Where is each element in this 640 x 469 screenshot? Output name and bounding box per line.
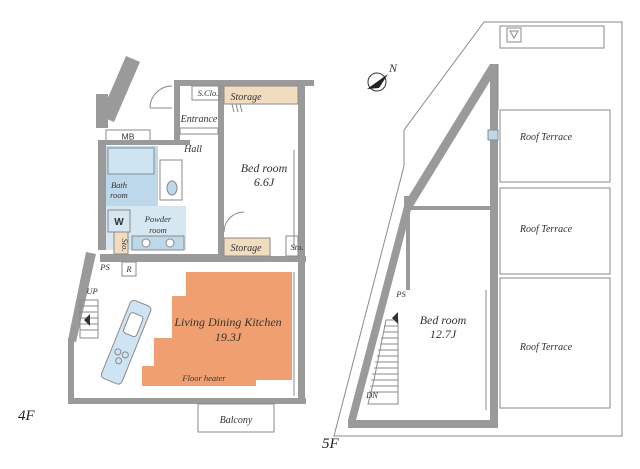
r-label: R (125, 264, 132, 274)
ldk-size: 19.3J (215, 330, 242, 344)
compass-needle-icon (367, 74, 388, 89)
roof-terrace-1-label: Roof Terrace (519, 132, 573, 143)
toilet-area (159, 159, 183, 201)
wall-mid-horizontal (100, 254, 230, 262)
wall-diagonal-5f (404, 64, 498, 208)
staircase-4f (79, 299, 99, 339)
entrance-step (179, 127, 219, 135)
wall-hall-right (218, 86, 224, 256)
bath-label-line1: Bath (111, 180, 127, 190)
vanity-counter (131, 235, 185, 251)
entrance-door-swing (149, 85, 173, 109)
mb-label: MB (122, 132, 135, 142)
wall-bottom (68, 398, 306, 404)
parapet-outline (333, 21, 623, 437)
floor-label-5f: 5F (322, 436, 340, 452)
bedroom-4f-size: 6.6J (254, 175, 275, 189)
floor-plan-4f: MB Storage S.Clo. Entrance Hall Bed (18, 56, 314, 433)
r-box (121, 261, 137, 277)
diagonal-wall-top (100, 56, 140, 122)
floor-heater-label: Floor heater (181, 373, 226, 383)
top-box (499, 25, 605, 49)
floor-label-4f: 4F (18, 408, 36, 424)
hall-label: Hall (183, 144, 202, 155)
storage-mid-floor (223, 237, 271, 257)
ps-label-5f: PS (395, 289, 406, 299)
ps-label-4f: PS (99, 262, 110, 272)
wall-ldk-bottom (68, 338, 74, 400)
window-block (96, 94, 108, 128)
sto-right-box (285, 235, 299, 257)
roof-terrace-3-box (499, 277, 611, 409)
ldk-name: Living Dining Kitchen (173, 315, 281, 329)
balcony-box (197, 403, 275, 433)
roof-terrace-2-box (499, 187, 611, 275)
dn-label: DN (365, 390, 379, 400)
vent-icon (506, 27, 522, 43)
wall-top-upper (174, 80, 314, 86)
bedroom-5f-size: 12.7J (430, 327, 457, 341)
storage-top-box (223, 85, 299, 105)
bath-label-line2: room (110, 190, 128, 200)
bedroom-door-swing (223, 211, 245, 233)
storage-top-floor (224, 86, 298, 104)
storage-top-label: Storage (230, 92, 262, 103)
wall-5f-left-diagonal (348, 206, 412, 420)
living-dining-kitchen-floor (142, 272, 292, 386)
sto-right-label: Sto. (291, 242, 304, 252)
wall-mid-horizontal-2 (196, 256, 306, 262)
bathtub (107, 147, 155, 175)
bedroom-5f-name: Bed room (420, 313, 467, 327)
wall-right-bedroom (298, 80, 305, 264)
s-clo-label: S.Clo. (198, 88, 219, 98)
wall-left-upper (98, 140, 106, 250)
roof-terrace-3-label: Roof Terrace (519, 342, 573, 353)
wall-5f-bottom (348, 420, 498, 428)
wall-5f-top-horizontal (404, 206, 498, 210)
bedroom-4f-name: Bed room (241, 161, 288, 175)
compass: N (367, 61, 398, 92)
s-clo-box (191, 85, 221, 101)
bedroom-4f-closet-lines (231, 103, 243, 113)
washer-label: W (114, 217, 124, 228)
entrance-label: Entrance (180, 114, 218, 125)
roof-terrace-2-label: Roof Terrace (519, 224, 573, 235)
sto-left-box (113, 231, 129, 255)
powder-label-line1: Powder (144, 214, 172, 224)
up-label: UP (86, 286, 97, 296)
wall-right-ldk (298, 264, 305, 404)
drain-icon (487, 129, 499, 141)
sink-right-icon (165, 238, 175, 248)
sto-left-label: Sto. (120, 239, 130, 252)
toilet-icon (166, 180, 178, 196)
wall-5f-right-inner (490, 64, 498, 426)
powder-label-line2: room (149, 225, 167, 235)
storage-mid-label: Storage (230, 243, 262, 254)
wall-bath-top (104, 140, 190, 145)
floor-plan-5f: Roof Terrace Roof Terrace Roof Terrace B… (322, 21, 623, 452)
staircase-5f (367, 312, 399, 405)
balcony-label: Balcony (220, 415, 253, 426)
kitchen-counter (100, 299, 152, 385)
compass-north-label: N (388, 61, 398, 75)
roof-terrace-1-box (499, 109, 611, 183)
wall-ldk-left-diagonal (68, 252, 96, 342)
wall-entrance-left (174, 80, 180, 144)
sink-left-icon (141, 238, 151, 248)
wall-diagonal-tail (404, 196, 412, 206)
wall-5f-inner-left (406, 210, 410, 290)
